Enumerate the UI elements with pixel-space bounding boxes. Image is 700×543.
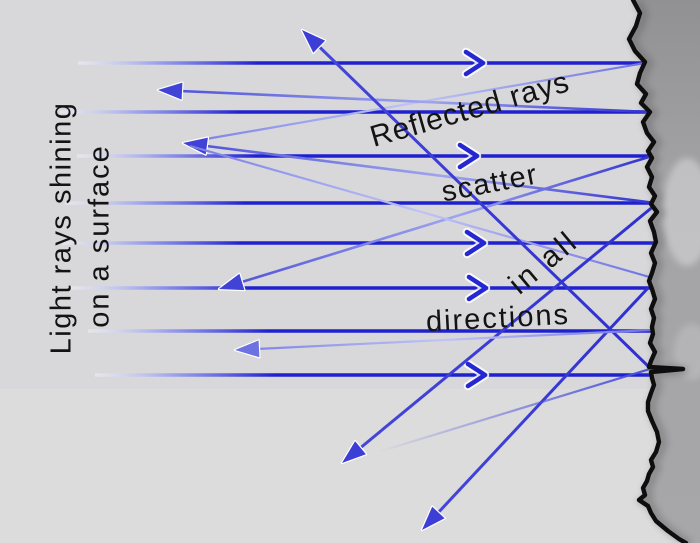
label-light-rays-shining: Light rays shining bbox=[45, 101, 78, 355]
right-arrow-chevron-icon bbox=[466, 274, 489, 302]
arrowhead-icon bbox=[300, 28, 327, 54]
background-lower-band bbox=[0, 389, 700, 543]
right-arrow-chevron-icon bbox=[457, 142, 480, 170]
arrowhead-icon bbox=[156, 81, 184, 101]
reflected-ray bbox=[171, 89, 651, 114]
surface-shadow bbox=[627, 0, 693, 543]
right-arrow-chevron-icon bbox=[464, 229, 487, 257]
label-on-a-surface: on a surface bbox=[83, 144, 116, 328]
arrowhead-icon bbox=[233, 339, 261, 359]
reflected-ray bbox=[377, 367, 651, 454]
surface-line bbox=[626, 0, 689, 543]
reflected-ray bbox=[189, 144, 654, 280]
reflected-ray bbox=[182, 61, 646, 145]
reflected-ray bbox=[232, 154, 653, 287]
right-arrow-chevron-icon bbox=[463, 49, 486, 77]
reflected-ray bbox=[196, 143, 656, 205]
surface-region bbox=[629, 0, 700, 543]
label-directions: directions bbox=[425, 298, 571, 339]
reflected-ray bbox=[248, 328, 653, 351]
reflected-ray bbox=[310, 38, 652, 370]
surface-highlight bbox=[663, 158, 700, 266]
arrowhead-icon bbox=[217, 272, 246, 292]
reflected-ray bbox=[430, 286, 650, 521]
arrowhead-icon bbox=[340, 440, 368, 465]
right-arrow-chevron-icon bbox=[465, 361, 488, 389]
arrowhead-icon bbox=[420, 505, 446, 532]
reflected-ray bbox=[351, 203, 656, 456]
